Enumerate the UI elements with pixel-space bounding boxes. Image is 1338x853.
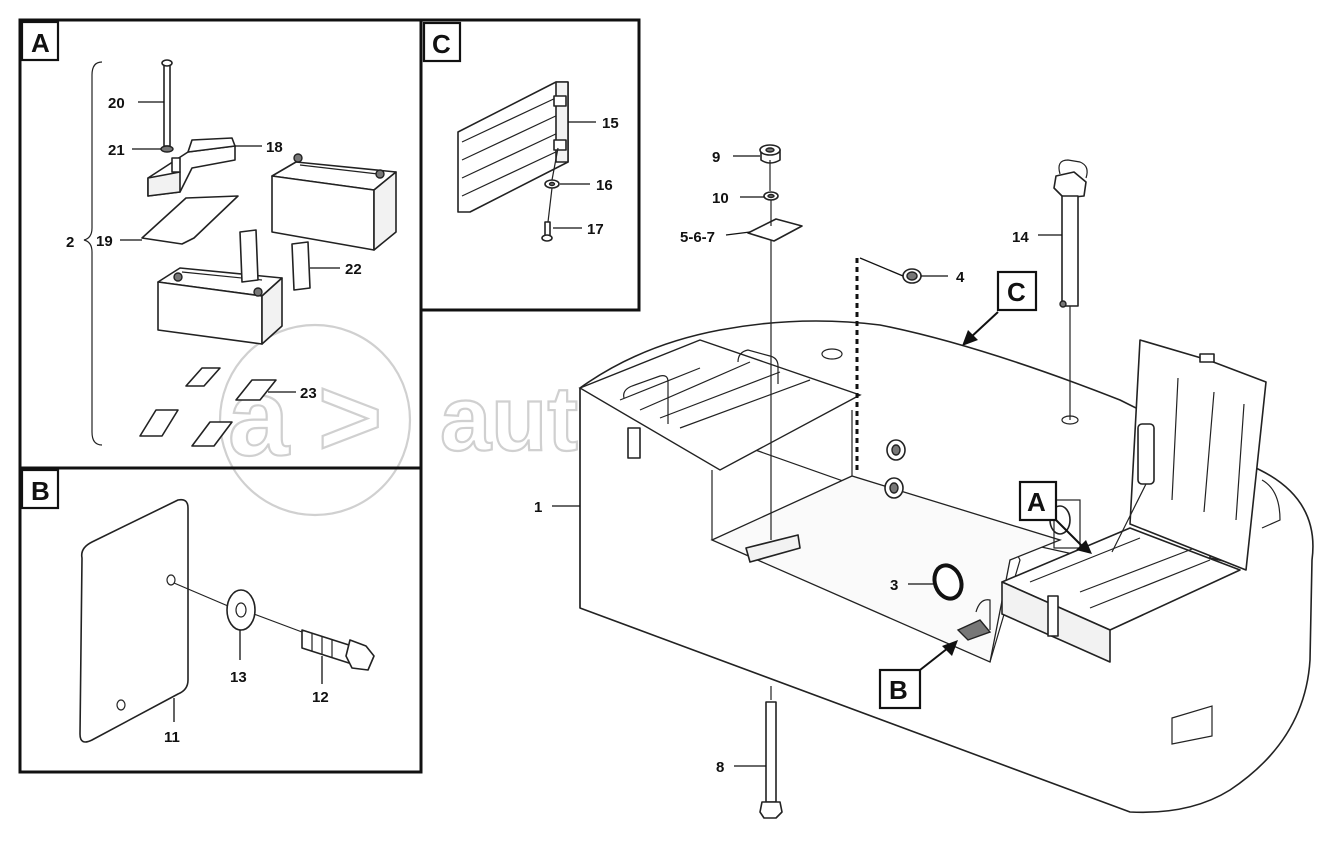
label-14: 14 — [1012, 229, 1029, 246]
rear-bump — [1261, 479, 1281, 529]
assembly-line-c2 — [547, 187, 553, 223]
panel-b: B 13 12 11 — [18, 466, 423, 774]
assembly-line-b2 — [253, 613, 303, 633]
grille-louver — [457, 81, 569, 213]
callout-c-label: C — [1007, 277, 1026, 307]
panel-c-label: C — [432, 29, 451, 59]
panel-b-label: B — [31, 476, 50, 506]
inner-grommets — [884, 439, 906, 499]
label-5-6-7: 5-6-7 — [680, 229, 715, 246]
lid-hinge — [1137, 423, 1155, 485]
cover-plate-hole-bottom — [116, 699, 126, 711]
lifting-handle-left — [623, 375, 669, 424]
watermark-badge-left: a — [228, 356, 290, 479]
rubber-pads — [139, 367, 277, 447]
assembly-line-b1 — [173, 582, 229, 607]
cover-plate — [79, 498, 189, 743]
battery-clamp — [147, 137, 236, 197]
callout-b: B — [878, 640, 958, 710]
lift-point-hole — [821, 348, 843, 360]
mounting-plate — [747, 218, 803, 242]
cover-plate-hole-top — [166, 574, 176, 586]
label-18: 18 — [266, 139, 283, 156]
callout-a: A — [1018, 480, 1092, 554]
label-11: 11 — [164, 729, 180, 746]
battery-base-plate — [141, 195, 239, 245]
panel-a-label: A — [31, 28, 50, 58]
battery-lower — [157, 267, 283, 345]
side-grip-slot — [1171, 705, 1213, 745]
mounting-bolt — [759, 686, 783, 819]
label-13: 13 — [230, 669, 247, 686]
grommet-oval — [932, 563, 964, 601]
label-19: 19 — [96, 233, 113, 250]
battery-upper — [271, 153, 397, 251]
bottom-bolt-pad — [745, 534, 801, 563]
label-4: 4 — [956, 269, 965, 286]
label-1: 1 — [534, 499, 542, 516]
label-17: 17 — [587, 221, 604, 238]
locking-pin — [1053, 159, 1088, 425]
battery-hold-down-rod — [161, 59, 173, 147]
panel-a: A — [18, 18, 423, 470]
assembly-line-c1 — [551, 147, 559, 181]
hex-bolt — [301, 629, 375, 671]
top-deck — [578, 339, 862, 471]
label-12: 12 — [312, 689, 329, 706]
label-2: 2 — [66, 234, 74, 251]
label-20: 20 — [108, 95, 125, 112]
panel-c: C 15 16 17 — [419, 18, 641, 312]
callout-b-label: B — [889, 675, 908, 705]
label-16: 16 — [596, 177, 613, 194]
callout-a-label: A — [1027, 487, 1046, 517]
label-3: 3 — [890, 577, 898, 594]
label-23: 23 — [300, 385, 317, 402]
counterweight-assembly: C A B 9 10 5-6-7 4 14 1 3 — [534, 144, 1314, 819]
washer-21 — [160, 145, 174, 153]
access-cover-location — [956, 619, 992, 641]
mounting-stack — [747, 144, 803, 540]
label-9: 9 — [712, 149, 720, 166]
label-22: 22 — [345, 261, 362, 278]
watermark-badge-right: > — [318, 356, 382, 479]
spacer-blocks — [239, 229, 311, 291]
label-8: 8 — [716, 759, 724, 776]
label-21: 21 — [108, 142, 125, 159]
deck-latch — [627, 427, 641, 459]
inner-cavity — [710, 475, 1062, 663]
flat-washer — [226, 589, 256, 631]
label-10: 10 — [712, 190, 729, 207]
callout-c: C — [962, 270, 1038, 346]
battery-compartment-lid — [1111, 339, 1267, 571]
grille-screw — [541, 221, 553, 242]
grommet-ring — [902, 268, 922, 284]
brace-bracket — [83, 61, 103, 446]
grille-washer — [544, 179, 560, 189]
lifting-handle-right — [737, 349, 779, 384]
label-15: 15 — [602, 115, 619, 132]
